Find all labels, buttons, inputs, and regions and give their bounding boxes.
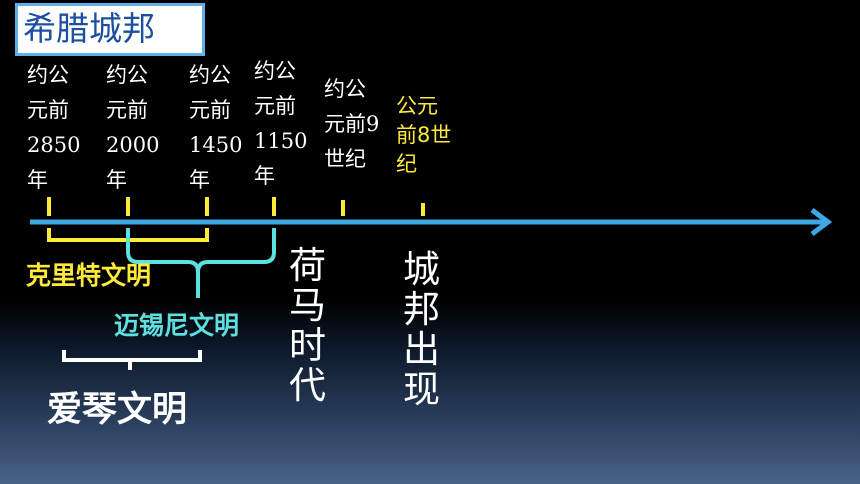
page-title: 希腊城邦 bbox=[23, 9, 155, 48]
mycenae-civilization-label: 迈锡尼文明 bbox=[114, 311, 240, 340]
date-label-2000: 约公 元前 2000 年 bbox=[106, 63, 160, 192]
date-label-1150: 约公 元前 1150 年 bbox=[254, 59, 308, 188]
aegean-civilization-label: 爱琴文明 bbox=[47, 390, 188, 430]
mycenae-bracket bbox=[126, 228, 276, 298]
date-label-8th-century: 公元 前8世 纪 bbox=[396, 94, 452, 176]
city-states-emerge-label: 城 邦 出 现 bbox=[403, 248, 440, 411]
date-label-2850: 约公 元前 2850 年 bbox=[27, 63, 81, 192]
timeline-arrowhead bbox=[810, 208, 833, 236]
crete-civilization-label: 克里特文明 bbox=[26, 261, 152, 290]
title-box bbox=[15, 3, 205, 56]
homeric-age-label: 荷 马 时 代 bbox=[289, 244, 326, 407]
date-label-9th-century: 约公 元前9 世纪 bbox=[324, 77, 380, 171]
date-label-1450: 约公 元前 1450 年 bbox=[189, 63, 243, 192]
aegean-bracket bbox=[62, 350, 202, 370]
